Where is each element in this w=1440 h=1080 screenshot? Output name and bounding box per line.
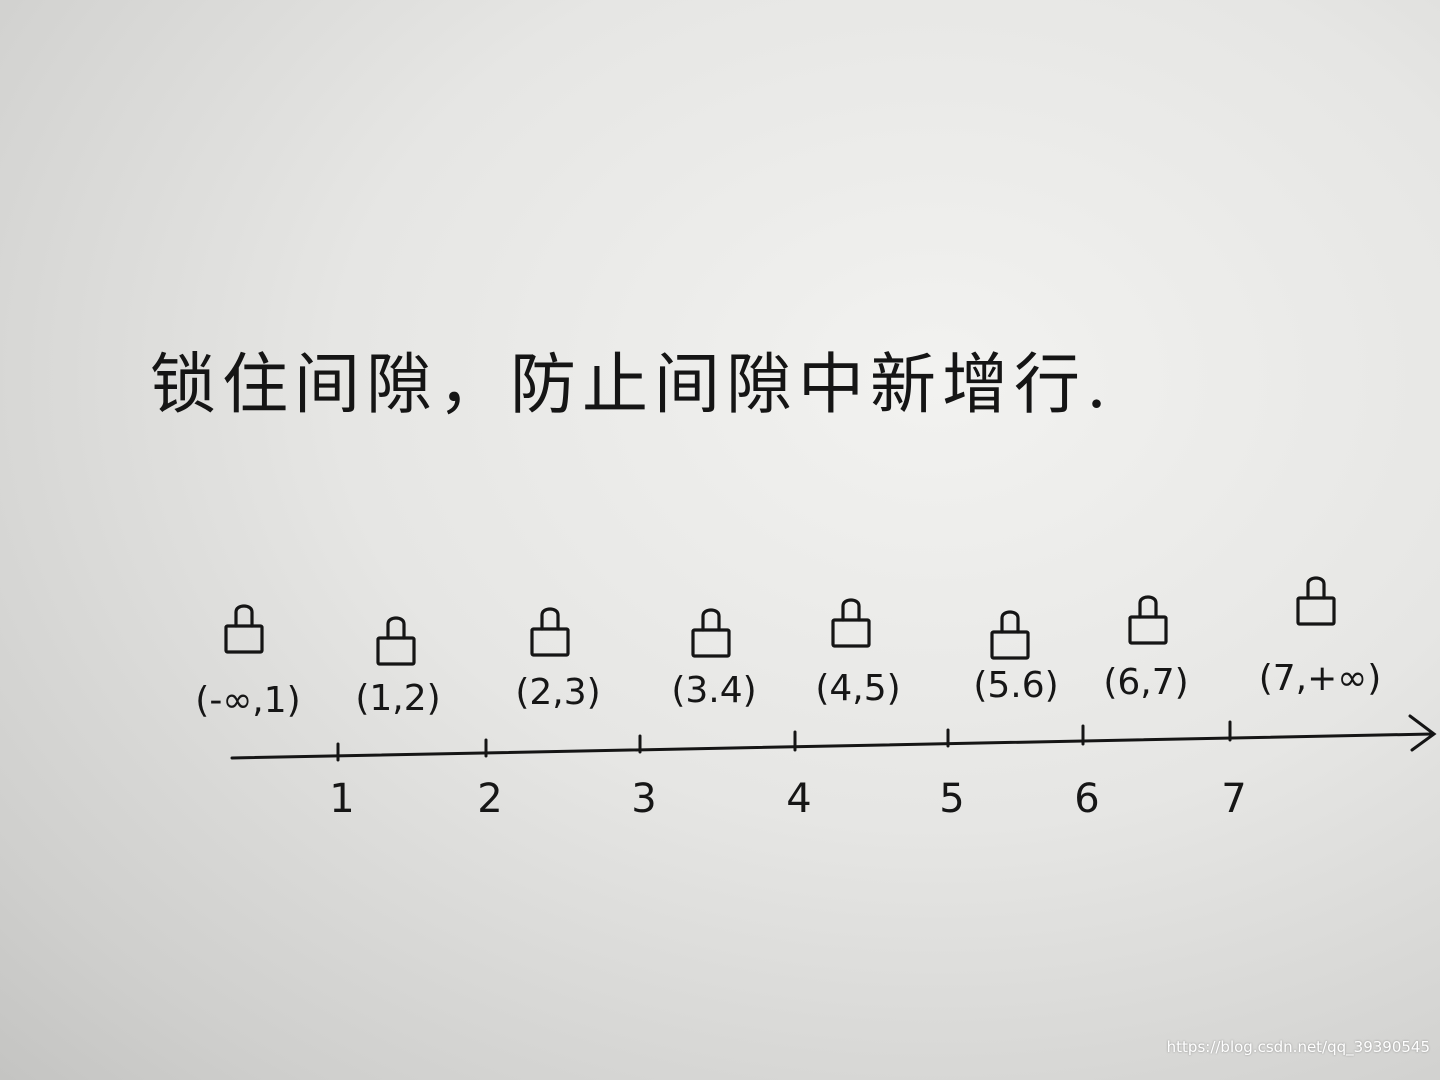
padlock-icon (376, 616, 416, 666)
tick-label-5: 5 (939, 776, 964, 822)
gap-locks (224, 576, 1336, 666)
axis-ticks: 1 2 3 4 5 6 7 (329, 720, 1247, 822)
padlock-icon (224, 604, 264, 654)
interval-label-1: (1,2) (355, 678, 440, 719)
diagram-title: 锁住间隙，防止间隙中新增行. (150, 346, 1113, 423)
interval-label-2: (2,3) (515, 672, 600, 713)
padlock-icon (831, 598, 871, 648)
axis-line (230, 732, 1434, 760)
padlock-icon (691, 608, 731, 658)
padlock-icon (1296, 576, 1336, 626)
tick-label-4: 4 (786, 776, 811, 822)
interval-label-6: (6,7) (1103, 662, 1188, 703)
interval-label-4: (4,5) (815, 668, 900, 709)
number-line-axis (230, 714, 1437, 760)
padlock-icon (530, 607, 570, 657)
interval-label-7: (7,+∞) (1259, 658, 1382, 699)
tick-label-3: 3 (631, 776, 656, 822)
interval-label-5: (5.6) (973, 665, 1058, 706)
gap-interval-labels: (-∞,1) (1,2) (2,3) (3.4) (4,5) (5.6) (6,7) (7,+… (195, 658, 1381, 721)
tick-label-1: 1 (329, 776, 354, 822)
interval-label-3: (3.4) (671, 670, 756, 711)
padlock-icon (990, 610, 1030, 660)
tick-label-6: 6 (1074, 776, 1099, 822)
watermark: https://blog.csdn.net/qq_39390545 (1166, 1038, 1430, 1056)
tick-label-2: 2 (477, 776, 502, 822)
tick-label-7: 7 (1221, 776, 1246, 822)
interval-label-0: (-∞,1) (195, 680, 300, 721)
axis-arrow-head (1408, 714, 1437, 752)
padlock-icon (1128, 595, 1168, 645)
